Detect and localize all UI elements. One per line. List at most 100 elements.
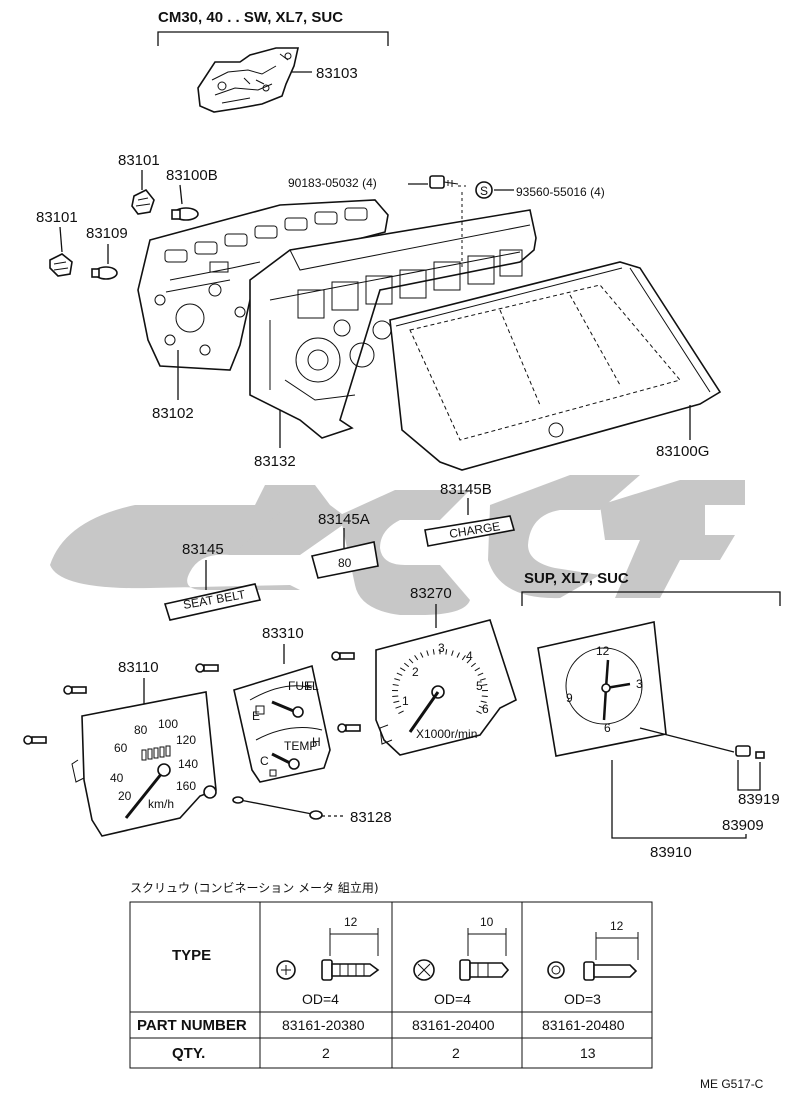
screw-2-length: 10: [480, 915, 494, 929]
meter-case-83132: [249, 209, 537, 439]
tacho-tick-mark: [408, 658, 414, 664]
fuel-label: FUEL: [288, 679, 319, 693]
qty-2: 2: [452, 1045, 460, 1061]
tacho-tick-mark: [481, 695, 488, 698]
screw-2-od: OD=4: [434, 991, 471, 1007]
label-83145a: 83145A: [318, 511, 370, 528]
tacho-tick-mark: [461, 655, 466, 661]
tacho-tick-mark: [474, 667, 481, 672]
qty-1: 2: [322, 1045, 330, 1061]
clock-tick-3: 3: [636, 677, 643, 691]
label-83909: 83909: [722, 817, 764, 834]
qty-header: QTY.: [172, 1045, 205, 1062]
variant-label-top: CM30, 40 . . SW, XL7, SUC: [158, 9, 343, 26]
screw-type-1: 12 OD=4: [276, 915, 380, 1007]
part-number-3: 83161-20480: [542, 1017, 625, 1033]
s-marker: S: [475, 181, 493, 199]
meter-glass-83100g: [389, 261, 722, 471]
tacho-tick-mark: [466, 658, 472, 664]
plate-83145a: 80: [311, 541, 379, 579]
tacho-tick-5: 5: [476, 679, 483, 693]
temp-c-mark: C: [260, 754, 269, 768]
label-83103: 83103: [316, 65, 358, 82]
label-83310: 83310: [262, 625, 304, 642]
clock-83910: 12 3 6 9: [537, 621, 667, 757]
tacho-tick-mark: [445, 649, 448, 655]
clock-tick-12: 12: [596, 644, 610, 658]
variant-label-clock: SUP, XL7, SUC: [524, 570, 629, 587]
label-83101-lower: 83101: [36, 209, 78, 226]
tacho-tick-mark: [470, 662, 476, 668]
tacho-tick-mark: [480, 700, 487, 703]
tachometer-83270: 1 2 3 4 5 6 X1000r/min: [375, 619, 517, 756]
bulb-83100b: [171, 207, 199, 221]
temp-label: TEMP: [284, 739, 317, 753]
tacho-tick-mark: [477, 672, 484, 676]
bulb-socket-upper: [131, 188, 155, 215]
tacho-tick-mark: [414, 655, 419, 661]
tacho-tick-mark: [396, 672, 403, 676]
tacho-tick-mark: [426, 650, 429, 656]
speedo-tick-120: 120: [176, 733, 196, 747]
screw-table: TYPE PART NUMBER QTY. 12 OD=4 10: [129, 901, 653, 1069]
speedo-tick-160: 160: [176, 779, 196, 793]
bulb-83109: [91, 266, 118, 280]
tacho-tick-mark: [420, 652, 424, 658]
label-83100g: 83100G: [656, 443, 709, 460]
label-83109: 83109: [86, 225, 128, 242]
screw-3-length: 12: [610, 919, 624, 933]
speedo-unit: km/h: [148, 797, 174, 811]
part-number-2: 83161-20400: [412, 1017, 495, 1033]
label-90183: 90183-05032 (4): [288, 176, 377, 190]
fuel-temp-gauge-83310: FUEL F E TEMP H C: [233, 664, 331, 783]
screw-1-od: OD=4: [302, 991, 339, 1007]
tacho-tick-mark: [392, 695, 399, 698]
tacho-tick-mark: [481, 684, 488, 686]
label-83145: 83145: [182, 541, 224, 558]
part-number-1: 83161-20380: [282, 1017, 365, 1033]
tacho-tick-mark: [395, 705, 402, 709]
cable-83128: [232, 796, 323, 820]
screw-3-od: OD=3: [564, 991, 601, 1007]
bulb-socket-lower: [49, 253, 73, 277]
screw-1-length: 12: [344, 915, 358, 929]
s-symbol: S: [480, 184, 488, 198]
qty-3: 13: [580, 1045, 596, 1061]
figure-code: ME G517-C: [700, 1077, 764, 1091]
plate-83145a-text: 80: [338, 556, 352, 570]
tacho-tick-mark: [399, 667, 406, 672]
label-83919: 83919: [738, 791, 780, 808]
clock-adjust-rod: [639, 727, 765, 759]
label-83102: 83102: [152, 405, 194, 422]
type-header: TYPE: [172, 947, 211, 964]
tacho-tick-1: 1: [402, 694, 409, 708]
speedo-tick-80: 80: [134, 723, 148, 737]
watermark-logo: [50, 475, 745, 615]
temp-h-mark: H: [312, 735, 321, 749]
screw-group: [23, 651, 361, 745]
tacho-tick-4: 4: [466, 649, 473, 663]
label-83110: 83110: [118, 659, 159, 676]
variant-bracket-top: CM30, 40 . . SW, XL7, SUC: [157, 9, 389, 46]
tacho-tick-mark: [456, 652, 460, 658]
tacho-tick-3: 3: [438, 641, 445, 655]
speedo-tick-40: 40: [110, 771, 124, 785]
label-83270: 83270: [410, 585, 452, 602]
part-number-header: PART NUMBER: [137, 1017, 247, 1034]
label-83128: 83128: [350, 809, 392, 826]
table-title: スクリュウ (コンビネーション メータ 組立用): [130, 880, 379, 895]
label-83132: 83132: [254, 453, 296, 470]
tacho-tick-2: 2: [412, 665, 419, 679]
tacho-unit: X1000r/min: [416, 727, 477, 741]
tacho-tick-mark: [392, 684, 399, 686]
label-83101-upper: 83101: [118, 152, 160, 169]
speedometer-83110: 20 40 60 80 100 120 140 160 km/h: [71, 691, 217, 837]
clock-tick-9: 9: [566, 691, 573, 705]
screw-type-3: 12 OD=3: [547, 919, 639, 1007]
speedo-tick-60: 60: [114, 741, 128, 755]
clock-tick-6: 6: [604, 721, 611, 735]
label-83100b: 83100B: [166, 167, 218, 184]
fuel-e-mark: E: [252, 709, 260, 723]
label-83145b: 83145B: [440, 481, 492, 498]
